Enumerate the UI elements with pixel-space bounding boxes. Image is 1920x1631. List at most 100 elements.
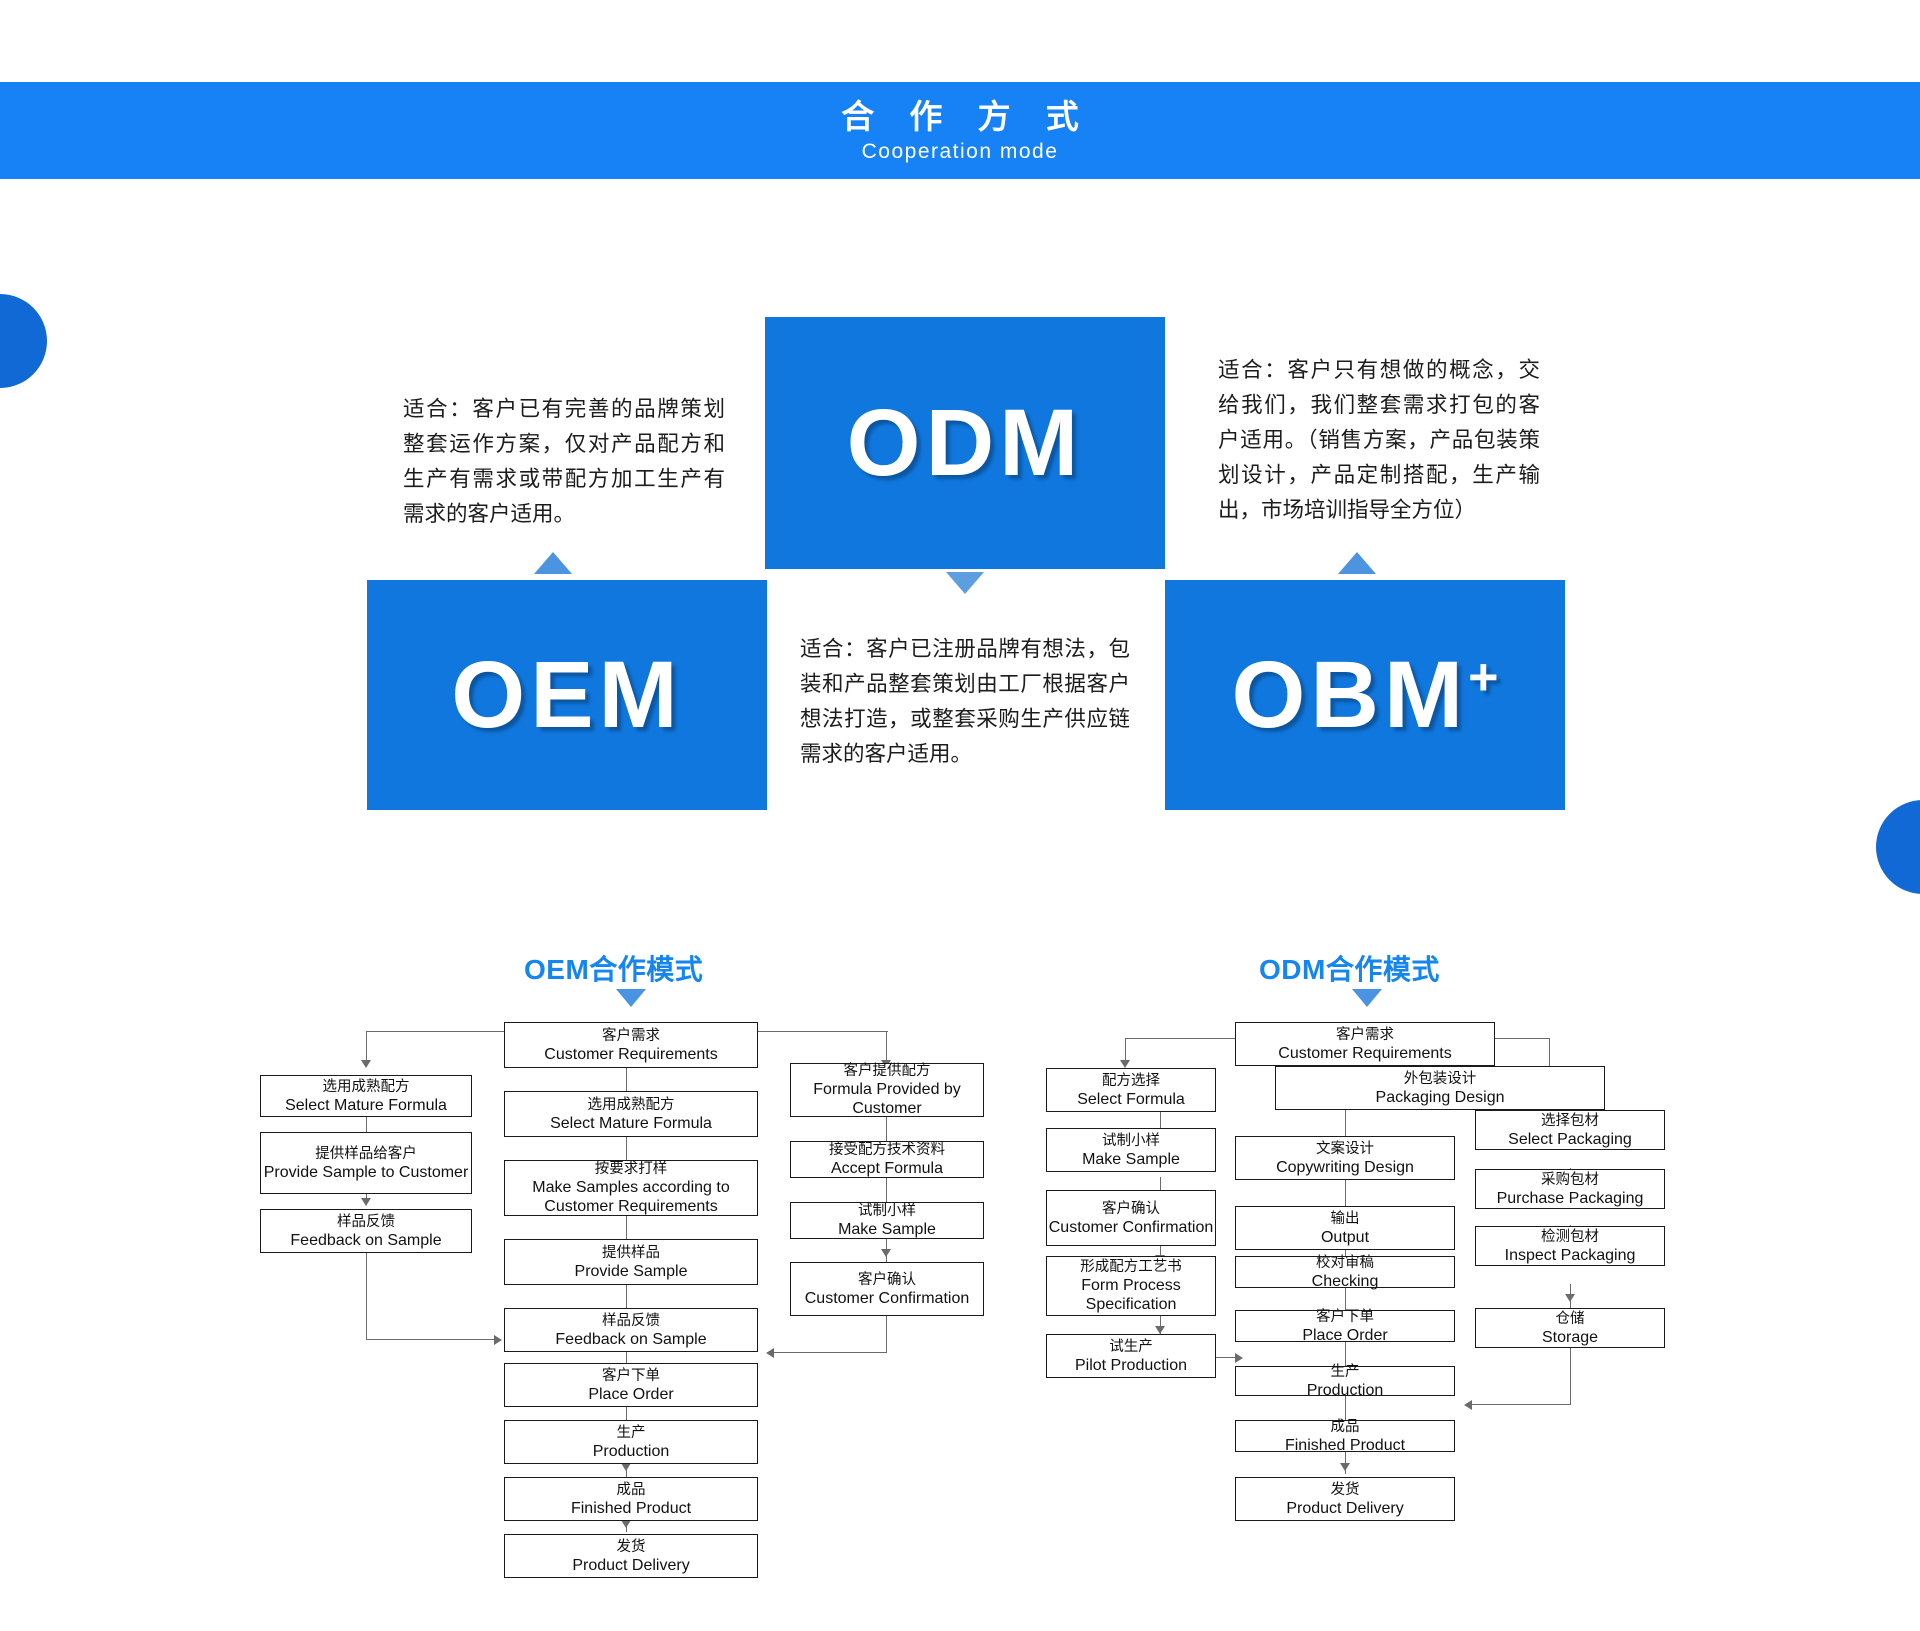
decorative-circle-left — [0, 294, 47, 388]
odm-connector — [1345, 1396, 1347, 1420]
flow-box-cn: 生产 — [1330, 1363, 1360, 1380]
flow-box-cn: 生产 — [616, 1424, 646, 1441]
oem-connector — [626, 1285, 628, 1309]
oem-connector — [366, 1253, 368, 1340]
odm-connector — [1125, 1038, 1235, 1040]
flow-box[interactable]: 外包装设计 Packaging Design — [1275, 1066, 1605, 1110]
flow-box[interactable]: 客户提供配方 Formula Provided by Customer — [790, 1063, 984, 1117]
odm-arrow-icon — [1565, 1294, 1575, 1302]
flow-box-cn: 样品反馈 — [337, 1213, 395, 1230]
oem-connector — [772, 1352, 887, 1354]
flow-box[interactable]: 客户确认 Customer Confirmation — [1046, 1190, 1216, 1246]
flow-box[interactable]: 按要求打样 Make Samples according to Customer… — [504, 1160, 758, 1216]
triangle-up-oem-icon — [534, 552, 572, 574]
flow-box-cn: 客户需求 — [602, 1027, 660, 1044]
flow-box[interactable]: 检测包材 Inspect Packaging — [1475, 1226, 1665, 1266]
flow-box-en: Provide Sample to Customer — [263, 1163, 469, 1181]
banner-title-cn: 合 作 方 式 — [841, 97, 1092, 135]
flow-box-en: Formula Provided by Customer — [813, 1081, 961, 1117]
flow-box[interactable]: 提供样品给客户 Provide Sample to Customer — [260, 1132, 472, 1194]
flow-box-cn: 客户需求 — [1336, 1026, 1394, 1043]
flow-box-cn: 客户确认 — [1102, 1200, 1160, 1217]
flow-box-en: Product Delivery — [572, 1556, 690, 1574]
flow-box[interactable]: 选用成熟配方 Select Mature Formula — [504, 1091, 758, 1137]
flow-box-en: Finished Product — [570, 1499, 692, 1517]
oem-connector — [758, 1031, 888, 1033]
odm-connector — [1345, 1168, 1347, 1206]
decorative-circle-right — [1876, 800, 1920, 894]
flow-box-cn: 样品反馈 — [602, 1312, 660, 1329]
flow-box[interactable]: 客户下单 Place Order — [1235, 1308, 1455, 1344]
flow-box-cn: 客户确认 — [858, 1271, 916, 1288]
flow-box-en: Customer Confirmation — [804, 1289, 970, 1307]
flow-box[interactable]: 选择包材 Select Packaging — [1475, 1110, 1665, 1150]
flow-box[interactable]: 接受配方技术资料 Accept Formula — [790, 1141, 984, 1178]
flow-box-en: Accept Formula — [830, 1160, 944, 1177]
odm-arrow-icon — [1120, 1060, 1130, 1068]
flow-box[interactable]: 校对审稿 Checking — [1235, 1255, 1455, 1290]
flow-box-en: Customer Confirmation — [1048, 1218, 1214, 1236]
oem-connector — [366, 1112, 368, 1135]
flow-box[interactable]: 客户下单 Place Order — [504, 1363, 758, 1407]
flow-box[interactable]: 提供样品 Provide Sample — [504, 1239, 758, 1285]
flow-box-en: Finished Product — [1284, 1436, 1406, 1454]
flow-box-cn: 选用成熟配方 — [322, 1078, 410, 1095]
flow-box[interactable]: 客户需求 Customer Requirements — [1235, 1022, 1495, 1066]
oem-arrow-icon — [361, 1060, 371, 1068]
mode-label-oem: OEM — [451, 641, 683, 748]
mode-block-obm[interactable]: OBM+ — [1165, 580, 1565, 810]
flow-box-en: Product Delivery — [1286, 1499, 1404, 1517]
banner-title-en: Cooperation mode — [861, 139, 1059, 163]
description-obm: 适合：客户只有想做的概念，交给我们，我们整套需求打包的客户适用。（销售方案，产品… — [1218, 358, 1540, 522]
flow-box[interactable]: 客户确认 Customer Confirmation — [790, 1262, 984, 1316]
flow-box[interactable]: 发货 Product Delivery — [1235, 1477, 1455, 1521]
flow-box[interactable]: 试制小样 Make Sample — [1046, 1128, 1216, 1172]
flow-box-en: Feedback on Sample — [555, 1330, 707, 1348]
flow-box[interactable]: 成品 Finished Product — [504, 1477, 758, 1521]
oem-connector — [366, 1031, 504, 1033]
mode-block-oem[interactable]: OEM — [367, 580, 767, 810]
flow-box[interactable]: 样品反馈 Feedback on Sample — [504, 1308, 758, 1352]
oem-connector — [626, 1137, 628, 1161]
flow-box-en: Form Process Specification — [1081, 1277, 1181, 1313]
odm-arrow-icon — [1235, 1353, 1243, 1363]
flow-box[interactable]: 生产 Production — [504, 1420, 758, 1464]
flow-box[interactable]: 生产 Production — [1235, 1363, 1455, 1399]
flow-box[interactable]: 试制小样 Make Sample — [790, 1202, 984, 1239]
flow-box-cn: 仓储 — [1555, 1310, 1585, 1327]
flow-box-en: Production — [1306, 1381, 1384, 1399]
flowchart-title-oem: OEM合作模式 — [524, 954, 704, 985]
flow-box-cn: 客户下单 — [1316, 1308, 1374, 1325]
flow-box[interactable]: 输出 Output — [1235, 1206, 1455, 1250]
flow-box[interactable]: 文案设计 Copywriting Design — [1235, 1136, 1455, 1180]
odm-arrow-icon — [1155, 1326, 1165, 1334]
odm-connector — [1160, 1177, 1162, 1201]
flow-box-cn: 提供样品 — [602, 1244, 660, 1261]
flow-box[interactable]: 试生产 Pilot Production — [1046, 1334, 1216, 1378]
flow-box[interactable]: 采购包材 Purchase Packaging — [1475, 1169, 1665, 1209]
flow-box-cn: 客户下单 — [602, 1367, 660, 1384]
flow-box-cn: 采购包材 — [1541, 1171, 1599, 1188]
mode-label-obm-plus: + — [1468, 647, 1499, 706]
flow-box[interactable]: 样品反馈 Feedback on Sample — [260, 1209, 472, 1253]
flow-box-en: Copywriting Design — [1276, 1158, 1414, 1176]
flow-box[interactable]: 选用成熟配方 Select Mature Formula — [260, 1075, 472, 1117]
flow-box[interactable]: 仓储 Storage — [1475, 1308, 1665, 1348]
flow-box-en: Production — [592, 1442, 670, 1460]
oem-connector — [886, 1117, 888, 1141]
flow-box-cn: 选择包材 — [1541, 1112, 1599, 1129]
flow-box[interactable]: 形成配方工艺书 Form Process Specification — [1046, 1256, 1216, 1316]
flow-box-en: Inspect Packaging — [1504, 1246, 1636, 1264]
flow-box-en: Select Packaging — [1508, 1130, 1632, 1148]
flow-box[interactable]: 发货 Product Delivery — [504, 1534, 758, 1578]
odm-arrow-icon — [1464, 1400, 1472, 1410]
flow-box-cn: 配方选择 — [1102, 1072, 1160, 1089]
flow-box[interactable]: 成品 Finished Product — [1235, 1419, 1455, 1454]
odm-connector — [1470, 1404, 1570, 1406]
flow-box[interactable]: 客户需求 Customer Requirements — [504, 1022, 758, 1068]
mode-block-odm[interactable]: ODM — [765, 317, 1165, 569]
flow-box-en: Provide Sample — [574, 1262, 688, 1280]
flow-box[interactable]: 配方选择 Select Formula — [1046, 1068, 1216, 1112]
triangle-down-odm-icon — [946, 572, 984, 594]
